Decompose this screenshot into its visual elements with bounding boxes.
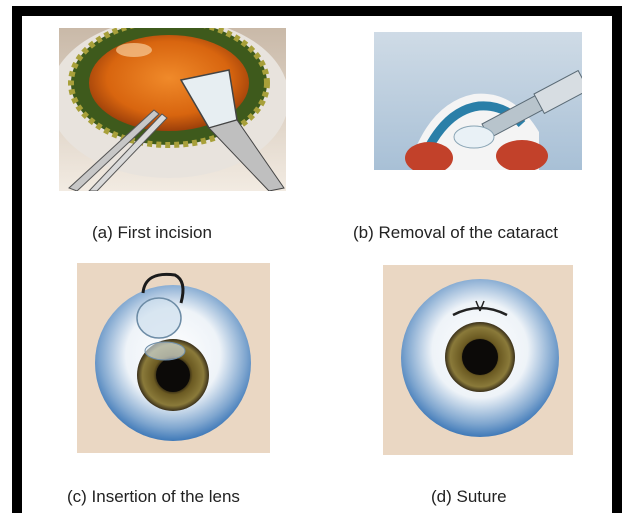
caption-d: (d) Suture — [431, 487, 507, 507]
panel-b-removal-of-cataract — [374, 32, 582, 170]
caption-c: (c) Insertion of the lens — [67, 487, 240, 507]
panel-c-insertion-of-lens — [77, 263, 270, 453]
panel-a-first-incision — [59, 28, 286, 191]
panel-d-suture — [383, 265, 573, 455]
caption-b: (b) Removal of the cataract — [353, 223, 558, 243]
pupil — [156, 358, 190, 392]
caption-a: (a) First incision — [92, 223, 212, 243]
pupil — [462, 339, 498, 375]
